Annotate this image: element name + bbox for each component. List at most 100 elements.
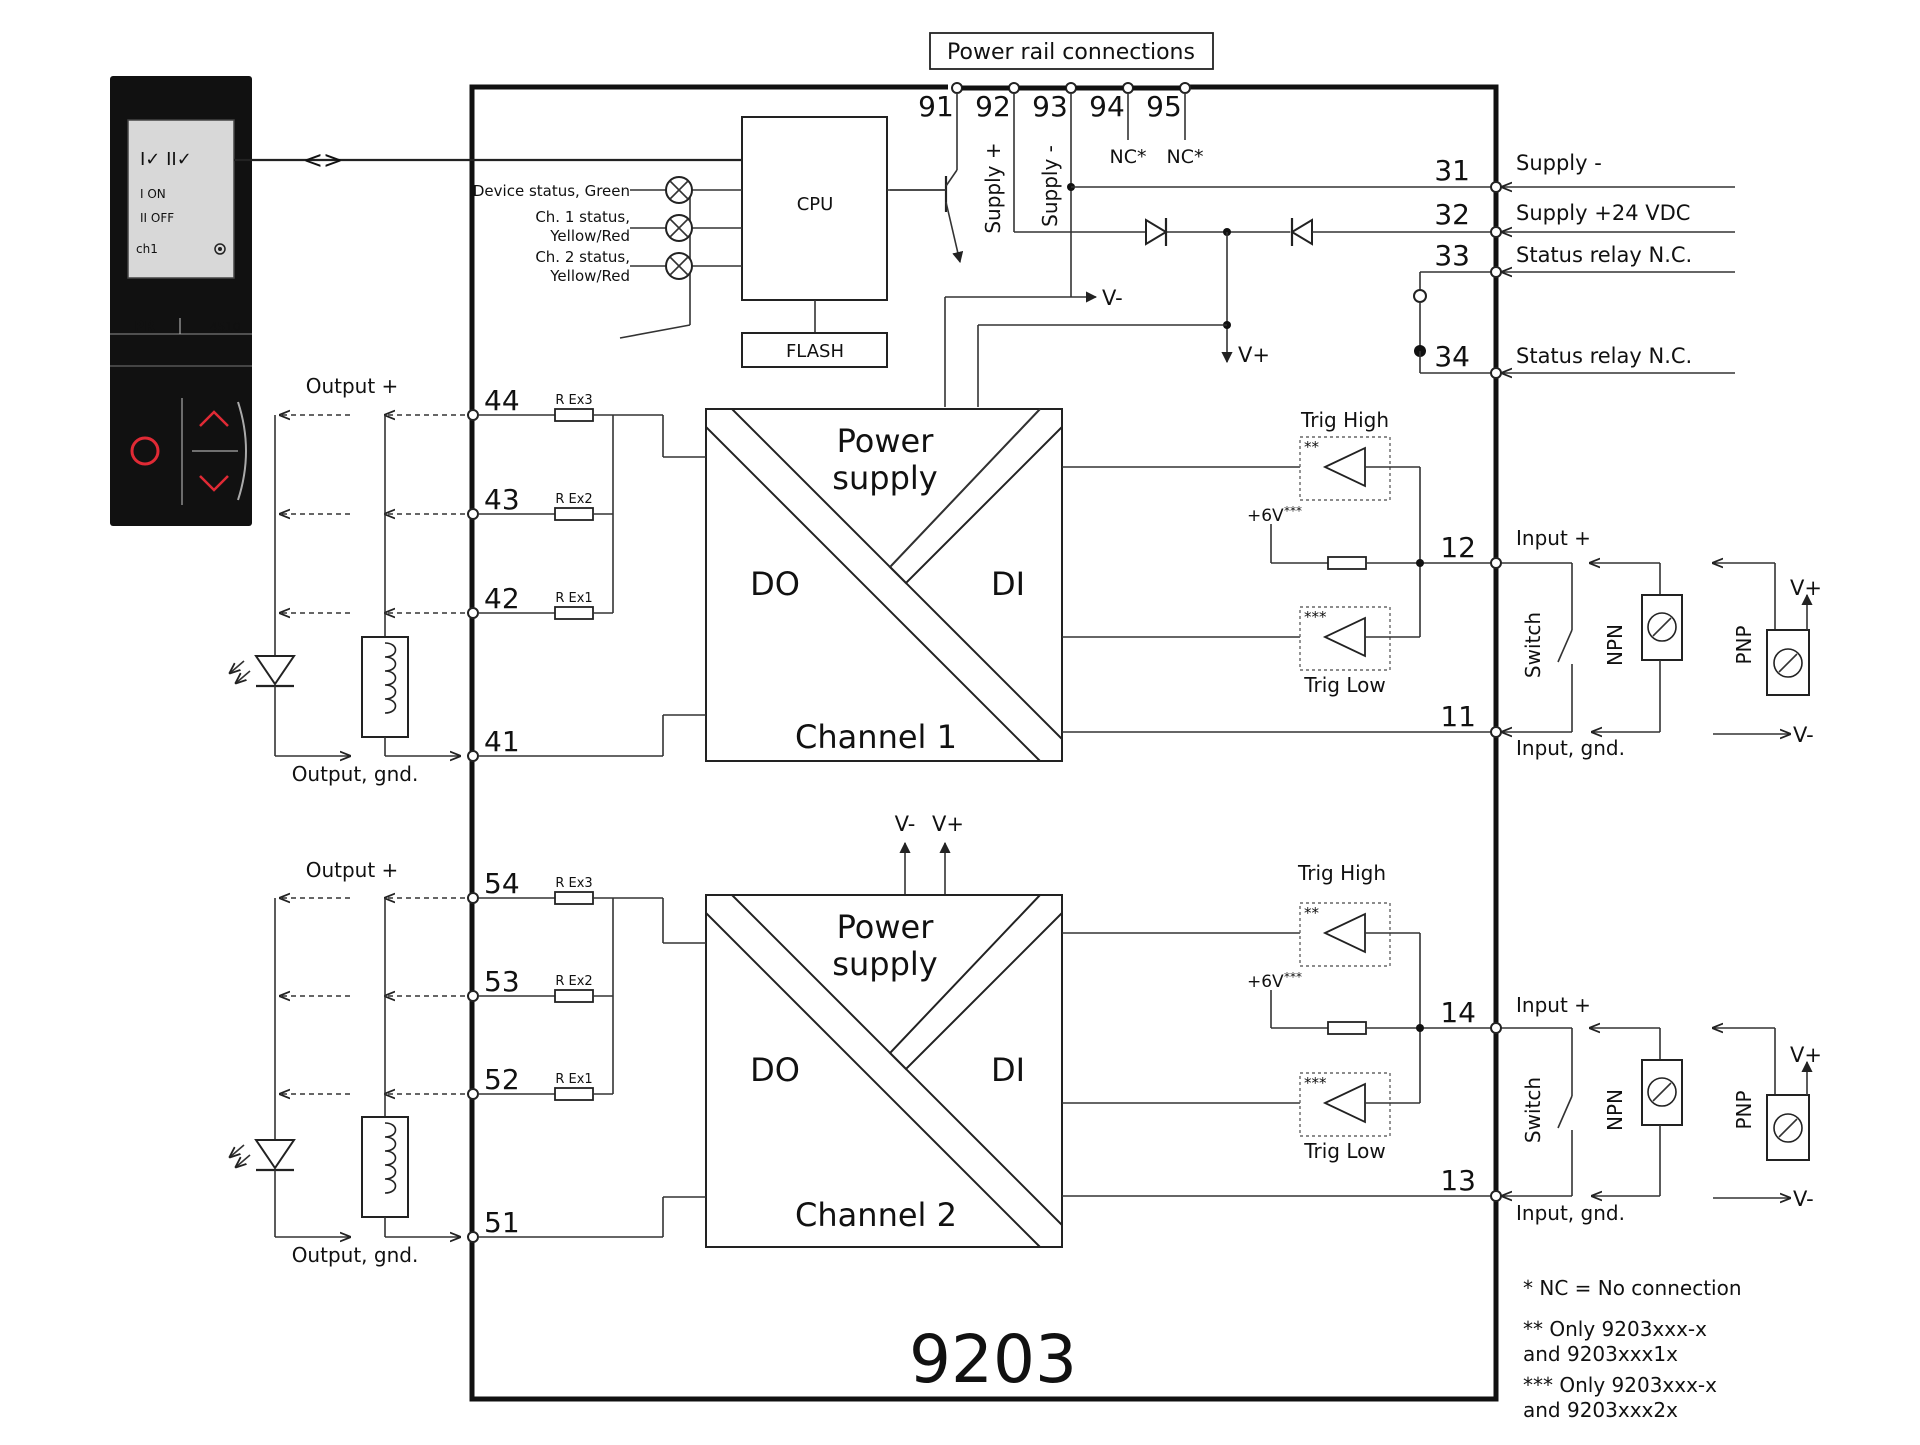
ch2-term-13: 13 <box>1440 1164 1476 1197</box>
brand-logo: PR <box>134 319 155 335</box>
power-rail-box <box>929 32 1214 70</box>
power-button[interactable] <box>130 436 160 466</box>
ch1-term-43: 43 <box>484 483 520 516</box>
channel-1: Power supply DO DI Channel 1 44 43 42 41… <box>230 374 1822 786</box>
module-name: 9203 <box>909 1321 1077 1398</box>
ch2-do-label: DO <box>750 1051 800 1089</box>
ch2-feed-v-minus: V- <box>895 812 916 836</box>
ch1-npn-label: NPN <box>1603 624 1627 666</box>
cpu-label: CPU <box>797 194 834 215</box>
term-31-num: 31 <box>1434 154 1470 187</box>
display-line1: I✓ II✓ <box>140 149 192 170</box>
ch2-name: Channel 2 <box>795 1196 957 1234</box>
rail-note-94: NC* <box>1110 146 1147 168</box>
term-34-label: Status relay N.C. <box>1516 344 1692 368</box>
footnotes: * NC = No connection ** Only 9203xxx-x a… <box>1523 1276 1742 1422</box>
led-ch1-label-2: Yellow/Red <box>549 227 630 245</box>
ch1-v-plus: V+ <box>1790 576 1822 600</box>
ch2-six-v: +6V <box>1247 972 1284 992</box>
cpu-block <box>741 116 888 301</box>
ch1-trig-high-mark: ** <box>1304 438 1320 456</box>
ch1-trig-low-label: Trig Low <box>1303 673 1386 697</box>
ch2-output-gnd: Output, gnd. <box>292 1243 419 1267</box>
ch2-rex2-label: R Ex2 <box>555 974 592 989</box>
rail-num-95: 95 <box>1146 90 1182 123</box>
ch2-input-plus: Input + <box>1516 993 1591 1017</box>
ch1-switch-icon <box>1557 629 1573 663</box>
status-leds: Device status, Green Ch. 1 status, Yello… <box>473 176 742 339</box>
ch1-six-v: +6V <box>1247 506 1284 526</box>
ch1-input-gnd: Input, gnd. <box>1516 736 1625 760</box>
note-3star-line1: *** Only 9203xxx-x <box>1523 1373 1717 1397</box>
relay-contact-icon <box>1413 289 1427 303</box>
ch2-rex1-label: R Ex1 <box>555 1072 592 1087</box>
ch2-npn-label: NPN <box>1603 1089 1627 1131</box>
supply-terminals: 31 32 33 34 Supply - Supply +24 VDC Stat… <box>1071 151 1735 379</box>
rail-num-93: 93 <box>1032 90 1068 123</box>
ch2-rex3-label: R Ex3 <box>555 876 592 891</box>
ch2-trig-high-mark: ** <box>1304 904 1320 922</box>
note-3star-line2: and 9203xxx2x <box>1523 1398 1678 1422</box>
ch2-power-label: Power <box>837 908 935 946</box>
ch1-do-label: DO <box>750 565 800 603</box>
ch2-feed-v-plus: V+ <box>932 812 964 836</box>
ch2-v-plus: V+ <box>1790 1043 1822 1067</box>
display-off: II OFF <box>140 211 174 225</box>
ch2-term-54: 54 <box>484 867 520 900</box>
ch1-six-v-mark: *** <box>1284 504 1302 518</box>
rail-num-92: 92 <box>975 90 1011 123</box>
flash-label: FLASH <box>786 341 844 362</box>
ch2-resistor-ex3 <box>554 891 594 905</box>
ch1-v-minus: V- <box>1793 723 1814 747</box>
rail-num-94: 94 <box>1089 90 1125 123</box>
ch1-trig-low-box <box>1299 606 1391 671</box>
ch2-resistor-ex2 <box>554 989 594 1003</box>
ch2-led-load-icon <box>254 1139 296 1170</box>
ch1-rex2-label: R Ex2 <box>555 492 592 507</box>
term-33-label: Status relay N.C. <box>1516 243 1692 267</box>
power-rail-label: Power rail connections <box>947 40 1195 65</box>
display-link-icon: <> <box>303 146 343 174</box>
ch2-relay-coil-icon <box>361 1116 409 1218</box>
term-32-num: 32 <box>1434 198 1470 231</box>
flash-block <box>741 332 888 368</box>
note-2star-line1: ** Only 9203xxx-x <box>1523 1317 1707 1341</box>
ch1-bias-resistor <box>1327 556 1367 570</box>
ch1-trig-high-box <box>1299 436 1391 501</box>
ch1-term-12: 12 <box>1440 531 1476 564</box>
ch2-trig-low-mark: *** <box>1304 1074 1327 1092</box>
v-plus-rail: V+ <box>1238 343 1270 367</box>
ch1-rex1-label: R Ex1 <box>555 591 592 606</box>
channel-2-block <box>705 894 1063 1248</box>
down-arrow-button[interactable] <box>199 475 229 492</box>
supply-diodes: V+ <box>977 218 1490 407</box>
ch2-trig-high-label: Trig High <box>1297 861 1386 885</box>
ch1-term-11: 11 <box>1440 700 1476 733</box>
ch1-power-label: Power <box>837 422 935 460</box>
ch1-term-42: 42 <box>484 582 520 615</box>
ch1-term-41: 41 <box>484 725 520 758</box>
model-label: 4510 <box>210 320 241 334</box>
ch2-term-52: 52 <box>484 1063 520 1096</box>
up-arrow-button[interactable] <box>199 410 229 427</box>
display-ch: ch1 <box>136 242 158 256</box>
ch1-output-plus: Output + <box>306 374 399 398</box>
display-on: I ON <box>140 187 166 201</box>
ch2-term-14: 14 <box>1440 996 1476 1029</box>
ch1-resistor-ex3 <box>554 408 594 422</box>
ch2-term-51: 51 <box>484 1206 520 1239</box>
ch1-trig-low-mark: *** <box>1304 608 1327 626</box>
ch2-output-plus: Output + <box>306 858 399 882</box>
rail-note-95: NC* <box>1167 146 1204 168</box>
ch1-led-load-icon <box>254 655 296 686</box>
ch1-trig-low-comparator-icon <box>1322 616 1366 658</box>
ch2-trig-high-comparator-icon <box>1322 912 1366 954</box>
display-unit: I✓ II✓ I ON II OFF ch1 PR 4510 <box>110 76 252 526</box>
ch2-switch-label: Switch <box>1521 1077 1545 1143</box>
ch1-output-gnd: Output, gnd. <box>292 762 419 786</box>
ch1-name: Channel 1 <box>795 718 957 756</box>
led-ch1-icon <box>665 214 693 242</box>
term-32-label: Supply +24 VDC <box>1516 201 1690 225</box>
note-2star-line2: and 9203xxx1x <box>1523 1342 1678 1366</box>
